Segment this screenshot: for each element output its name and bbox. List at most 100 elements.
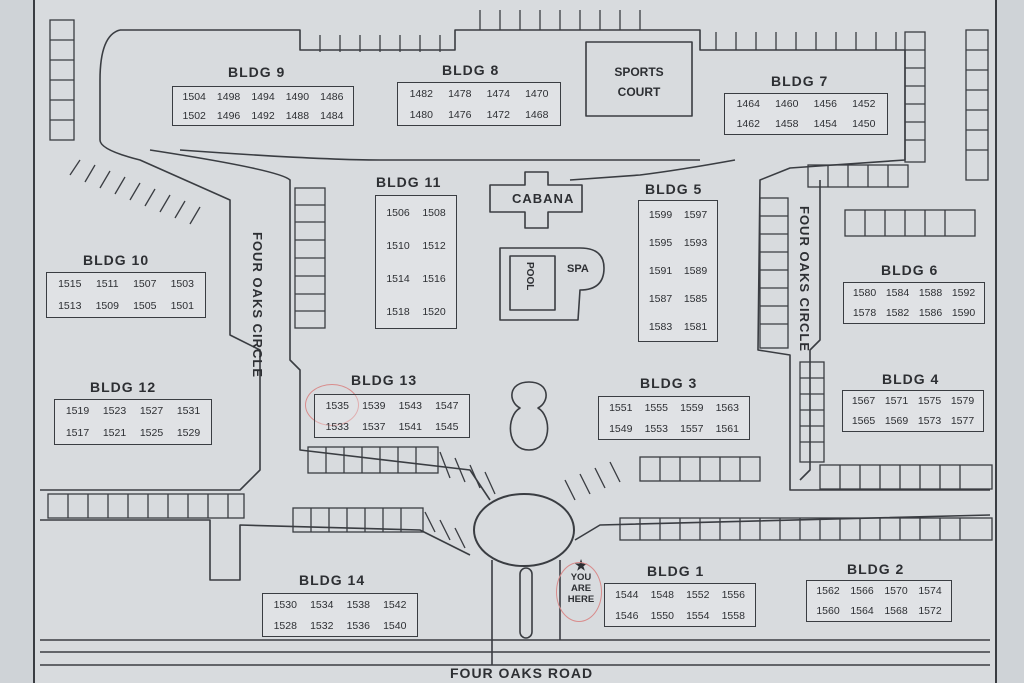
unit-number: 1531	[176, 405, 201, 417]
unit-number: 1535	[325, 399, 349, 412]
unit-number: 1585	[683, 293, 708, 305]
unit-number: 1577	[950, 415, 975, 427]
unit-number: 1511	[95, 278, 119, 290]
you-are-here-circle	[556, 562, 602, 622]
building-title-b5: BLDG 5	[645, 181, 703, 197]
unit-number: 1510	[386, 239, 410, 252]
unit-number: 1494	[251, 90, 275, 103]
unit-number: 1575	[917, 395, 942, 407]
unit-number: 1553	[644, 422, 668, 435]
unit-number: 1568	[884, 605, 908, 617]
unit-number: 1558	[721, 609, 745, 622]
building-title-b7: BLDG 7	[771, 73, 829, 89]
unit-number: 1490	[285, 90, 310, 103]
unit-number: 1557	[680, 422, 704, 435]
unit-number: 1582	[885, 307, 910, 319]
unit-number: 1478	[448, 87, 472, 100]
unit-number: 1486	[320, 90, 344, 103]
unit-number: 1579	[950, 395, 975, 407]
unit-number: 1554	[686, 609, 710, 622]
cabana-label: CABANA	[512, 191, 575, 206]
unit-number: 1556	[721, 588, 745, 601]
unit-number: 1470	[525, 87, 549, 100]
unit-number: 1527	[139, 405, 164, 417]
unit-number: 1501	[170, 300, 194, 312]
unit-number: 1529	[176, 427, 201, 439]
unit-number: 1593	[683, 237, 708, 249]
unit-number: 1450	[852, 118, 876, 130]
unit-number: 1564	[850, 605, 874, 617]
unit-number: 1546	[615, 609, 639, 622]
unit-number: 1462	[736, 118, 760, 130]
unit-number: 1521	[102, 427, 127, 439]
unit-number: 1504	[182, 90, 206, 103]
unit-number: 1480	[409, 108, 433, 121]
pool-label: POOL	[524, 262, 535, 291]
unit-number: 1539	[362, 399, 386, 412]
unit-number: 1597	[683, 209, 708, 221]
unit-number: 1537	[362, 420, 386, 433]
sports-court-line-1: SPORTS	[614, 65, 664, 79]
unit-number: 1503	[170, 278, 194, 290]
unit-number: 1505	[133, 300, 157, 312]
unit-number: 1534	[310, 598, 334, 611]
unit-number: 1513	[58, 300, 82, 312]
unit-number: 1460	[775, 98, 799, 110]
unit-number: 1550	[650, 609, 674, 622]
unit-number: 1528	[273, 619, 297, 632]
unit-number: 1518	[386, 305, 410, 318]
building-title-b6: BLDG 6	[881, 262, 939, 278]
building-title-b3: BLDG 3	[640, 375, 698, 391]
unit-number: 1514	[386, 272, 410, 285]
building-title-b4: BLDG 4	[882, 371, 940, 387]
unit-number: 1586	[918, 307, 943, 319]
unit-number: 1574	[918, 585, 942, 597]
building-title-b12: BLDG 12	[90, 379, 157, 395]
unit-number: 1458	[775, 118, 799, 130]
unit-number: 1474	[486, 87, 510, 100]
unit-number: 1456	[813, 98, 837, 110]
unit-number: 1599	[648, 209, 673, 221]
unit-number: 1549	[609, 422, 633, 435]
unit-number: 1517	[65, 427, 90, 439]
unit-number: 1570	[884, 585, 908, 597]
unit-number: 1561	[715, 422, 739, 435]
building-title-b8: BLDG 8	[442, 62, 500, 78]
building-title-b13: BLDG 13	[351, 372, 418, 388]
unit-number: 1476	[448, 108, 472, 121]
unit-number: 1498	[216, 90, 241, 103]
unit-number: 1536	[346, 619, 370, 632]
four-oaks-road-label: FOUR OAKS ROAD	[450, 665, 594, 681]
building-title-b11: BLDG 11	[376, 174, 442, 190]
unit-number: 1562	[816, 585, 840, 597]
unit-number: 1584	[885, 287, 910, 299]
unit-number: 1555	[644, 401, 668, 414]
unit-number: 1583	[648, 321, 673, 333]
unit-number: 1578	[852, 307, 877, 319]
sports-court-label: SPORTS COURT	[596, 62, 682, 102]
unit-number: 1454	[813, 118, 837, 130]
unit-number: 1589	[683, 265, 708, 277]
unit-number: 1492	[251, 109, 275, 122]
unit-number: 1590	[951, 307, 976, 319]
unit-number: 1573	[917, 415, 942, 427]
unit-number: 1515	[58, 278, 82, 290]
unit-number: 1496	[216, 109, 241, 122]
building-title-b9: BLDG 9	[228, 64, 286, 80]
four-oaks-circle-right-label: FOUR OAKS CIRCLE	[797, 206, 812, 352]
unit-number: 1482	[409, 87, 433, 100]
unit-number: 1542	[383, 598, 407, 611]
four-oaks-circle-left-label: FOUR OAKS CIRCLE	[250, 232, 265, 378]
